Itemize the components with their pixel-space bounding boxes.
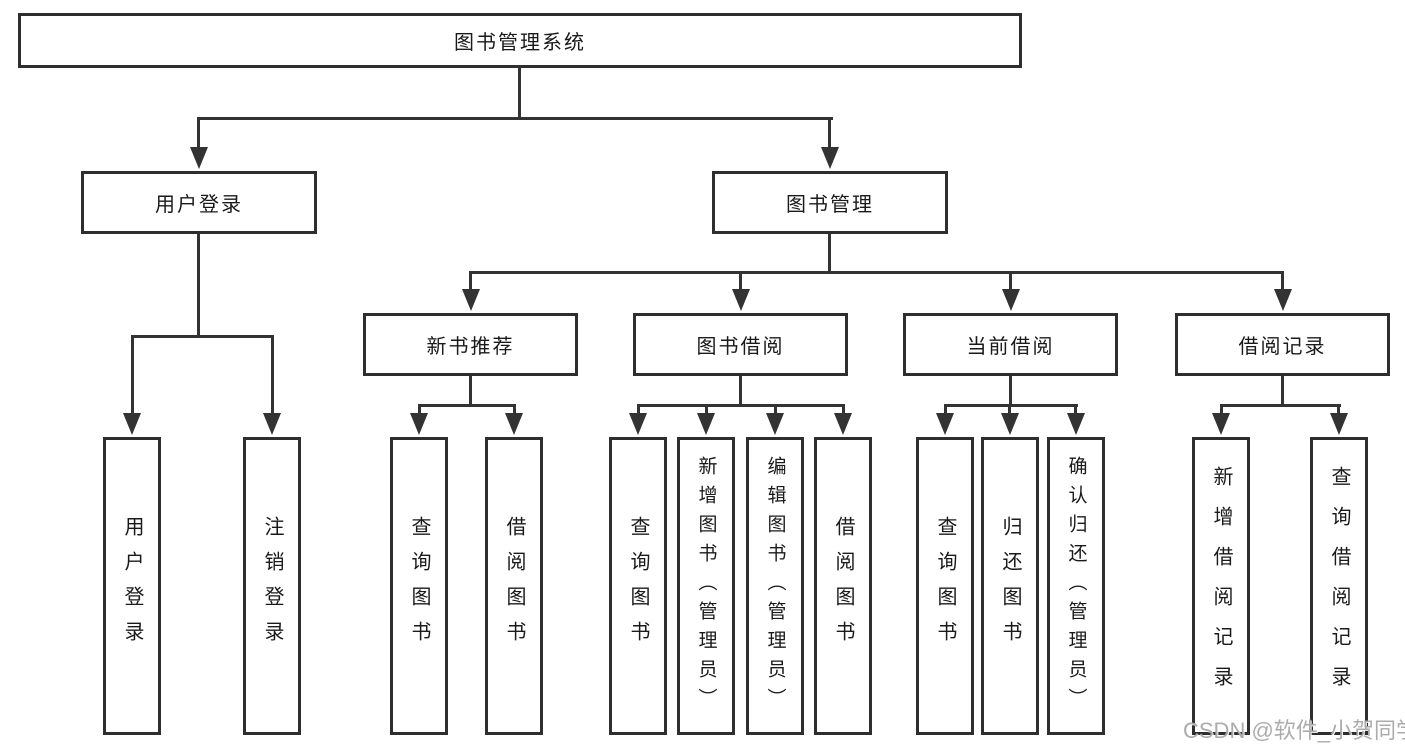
connector-vline xyxy=(131,335,134,416)
connector-vline xyxy=(1220,404,1223,416)
arrowhead-down-icon xyxy=(936,413,954,435)
leaf-label: 归还图书 xyxy=(999,516,1021,656)
arrowhead-down-icon xyxy=(821,147,839,169)
leaf-label: 用户登录 xyxy=(121,516,143,656)
connector-vline xyxy=(271,335,274,416)
leaf-label: 确认归还（管理员） xyxy=(1065,455,1087,717)
node-new-book-recommendation: 新书推荐 xyxy=(363,313,578,376)
leaf-label: 注销登录 xyxy=(261,516,283,656)
connector-hline xyxy=(418,404,516,407)
arrowhead-down-icon xyxy=(1330,413,1348,435)
connector-vline xyxy=(739,271,742,291)
connector-vline xyxy=(469,271,472,291)
node-book-management: 图书管理 xyxy=(712,171,948,234)
arrowhead-down-icon xyxy=(1001,413,1019,435)
arrowhead-down-icon xyxy=(732,289,750,311)
arrowhead-down-icon xyxy=(1002,289,1020,311)
node-borrowing-records: 借阅记录 xyxy=(1175,313,1390,376)
node-current-borrowing: 当前借阅 xyxy=(903,313,1118,376)
node-user-login: 用户登录 xyxy=(81,171,317,234)
connector-vline xyxy=(1074,404,1077,416)
leaf-logout: 注销登录 xyxy=(243,437,301,735)
arrowhead-down-icon xyxy=(190,147,208,169)
connector-hline xyxy=(469,271,1284,274)
leaf-add-borrow-record: 新增借阅记录 xyxy=(1192,437,1250,735)
leaf-user-login: 用户登录 xyxy=(103,437,161,735)
leaf-query-books-recommend: 查询图书 xyxy=(390,437,448,735)
connector-hline xyxy=(1220,404,1341,407)
leaf-label: 新增借阅记录 xyxy=(1210,466,1232,706)
connector-vline xyxy=(518,66,521,119)
leaf-query-borrow-record: 查询借阅记录 xyxy=(1310,437,1368,735)
leaf-label: 查询图书 xyxy=(627,516,649,656)
arrowhead-down-icon xyxy=(834,413,852,435)
connector-vline xyxy=(774,404,777,416)
connector-hline xyxy=(131,335,273,338)
arrowhead-down-icon xyxy=(505,413,523,435)
connector-hline xyxy=(197,117,833,120)
connector-vline xyxy=(842,404,845,416)
connector-vline xyxy=(1281,376,1284,407)
leaf-confirm-return-admin: 确认归还（管理员） xyxy=(1047,437,1105,735)
leaf-return-books: 归还图书 xyxy=(981,437,1039,735)
leaf-label: 编辑图书（管理员） xyxy=(764,455,786,717)
connector-vline xyxy=(705,404,708,416)
connector-vline xyxy=(739,376,742,407)
connector-vline xyxy=(828,117,831,149)
connector-vline xyxy=(513,404,516,416)
arrowhead-down-icon xyxy=(1067,413,1085,435)
leaf-label: 查询图书 xyxy=(934,516,956,656)
connector-vline xyxy=(1008,404,1011,416)
connector-vline xyxy=(197,117,200,149)
csdn-watermark: CSDN @软件_小贺同学 xyxy=(1183,718,1405,743)
arrowhead-down-icon xyxy=(263,413,281,435)
arrowhead-down-icon xyxy=(410,413,428,435)
connector-vline xyxy=(1009,376,1012,407)
connector-vline xyxy=(828,234,831,274)
connector-vline xyxy=(418,404,421,416)
arrowhead-down-icon xyxy=(697,413,715,435)
leaf-add-books-admin: 新增图书（管理员） xyxy=(677,437,735,735)
leaf-borrow-books-recommend: 借阅图书 xyxy=(485,437,543,735)
arrowhead-down-icon xyxy=(1212,413,1230,435)
connector-vline xyxy=(1337,404,1340,416)
leaf-label: 借阅图书 xyxy=(832,516,854,656)
node-book-borrowing: 图书借阅 xyxy=(633,313,848,376)
connector-vline xyxy=(1009,271,1012,291)
leaf-borrow-books: 借阅图书 xyxy=(814,437,872,735)
leaf-label: 借阅图书 xyxy=(503,516,525,656)
arrowhead-down-icon xyxy=(1274,289,1292,311)
node-library-management-system: 图书管理系统 xyxy=(18,13,1022,68)
leaf-edit-books-admin: 编辑图书（管理员） xyxy=(746,437,804,735)
arrowhead-down-icon xyxy=(462,289,480,311)
connector-vline xyxy=(469,376,472,407)
connector-hline xyxy=(637,404,845,407)
leaf-query-books-current: 查询图书 xyxy=(916,437,974,735)
connector-vline xyxy=(637,404,640,416)
leaf-label: 查询图书 xyxy=(408,516,430,656)
leaf-label: 查询借阅记录 xyxy=(1328,466,1350,706)
connector-vline xyxy=(944,404,947,416)
arrowhead-down-icon xyxy=(123,413,141,435)
connector-vline xyxy=(197,234,200,338)
connector-vline xyxy=(1281,271,1284,291)
leaf-label: 新增图书（管理员） xyxy=(695,455,717,717)
connector-hline xyxy=(944,404,1078,407)
arrowhead-down-icon xyxy=(629,413,647,435)
leaf-query-books-borrowing: 查询图书 xyxy=(609,437,667,735)
arrowhead-down-icon xyxy=(766,413,784,435)
